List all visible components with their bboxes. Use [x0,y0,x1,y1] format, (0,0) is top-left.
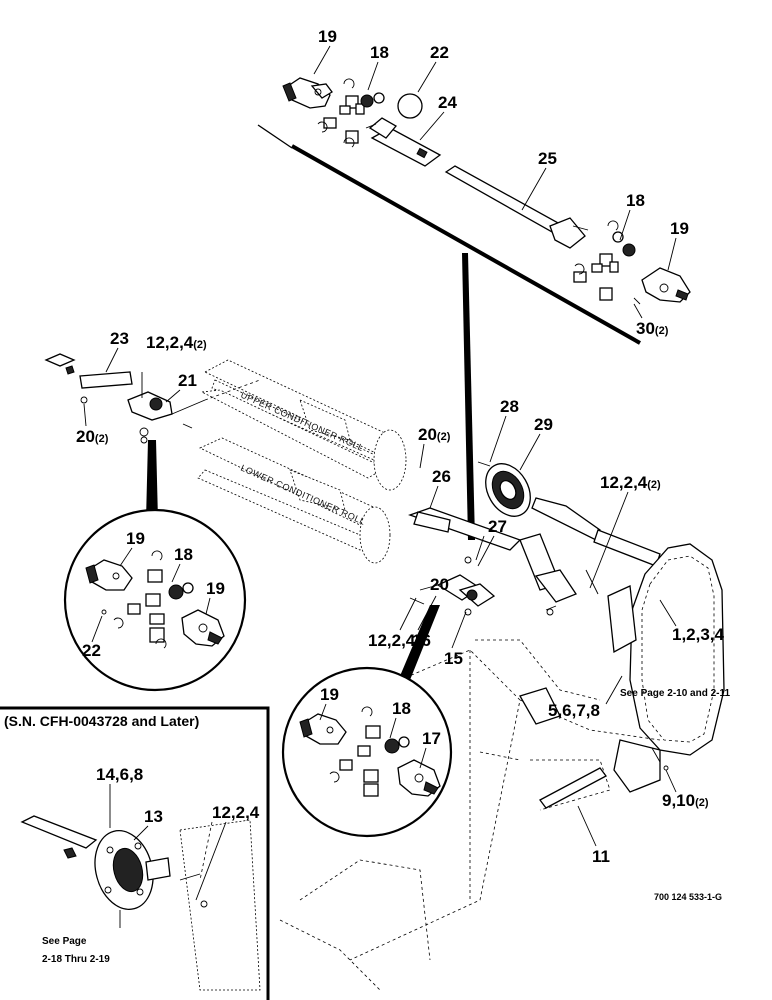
label-21: 21 [178,371,197,390]
label-d1-22: 22 [82,641,101,660]
label-12-left: 12,2,4(2) [146,333,207,352]
shaft-25 [444,165,589,249]
label-29: 29 [534,415,553,434]
shield-disc-22 [397,93,423,119]
chain-case-housing [607,543,725,793]
frame-outline [279,639,661,991]
serial-number-note: (S.N. CFH-0043728 and Later) [4,713,199,729]
u-joint-21 [127,372,261,444]
see-page-inset-line1: See Page [42,936,87,947]
label-18-top: 18 [370,43,389,62]
callout-pointer-center [400,605,440,680]
label-910: 9,10(2) [662,791,709,810]
see-page-right: See Page 2-10 and 2-11 [620,688,731,699]
label-25: 25 [538,149,557,168]
label-30: 30(2) [636,319,669,338]
label-20-center: 20(2) [418,425,451,444]
label-15: 15 [444,649,463,668]
yoke-19-top-left [282,77,333,109]
callout-pointer-left [146,440,158,520]
label-13: 13 [144,807,163,826]
upper-conditioner-roll: UPPER CONDITIONER ROLL [200,359,407,491]
label-11: 11 [592,847,610,866]
lower-u-joint-15-16 [409,556,496,616]
callout-pointer-top [462,253,475,540]
label-14: 14,6,8 [96,765,143,784]
detail-circle-2 [281,666,453,838]
part-labels: 19 18 22 24 25 18 19 30(2) 23 12,2,4(2) … [76,27,731,901]
label-12-center: 12,2,4 [368,631,416,650]
yoke-tube-24 [365,117,442,167]
label-26: 26 [432,467,451,486]
label-27: 27 [488,517,507,536]
label-d2-17: 17 [422,729,441,748]
label-5678: 5,6,7,8 [548,701,600,720]
label-1234: 1,2,3,4 [672,625,725,644]
label-19-top-left: 19 [318,27,337,46]
label-16: 16 [412,631,431,650]
label-d2-18: 18 [392,699,411,718]
label-19-right: 19 [670,219,689,238]
label-28: 28 [500,397,519,416]
label-d2-19: 19 [320,685,339,704]
serial-inset-panel [0,706,270,1000]
label-22-top: 22 [430,43,449,62]
cross-bearing-18-top [317,78,385,148]
see-page-inset-line2: 2-18 Thru 2-19 [42,954,110,965]
label-20-center-b: 20 [430,575,449,594]
figure-code: 700 124 533-1-G [654,892,722,902]
label-18-right: 18 [626,191,645,210]
yoke-19-top-right [633,267,691,305]
label-12-inset: 12,2,4 [212,803,260,822]
label-d1-19b: 19 [206,579,225,598]
label-20-left: 20(2) [76,427,109,446]
left-stub-shaft-23 [44,353,133,404]
driveshaft-callout-panel [257,124,641,540]
label-d1-18: 18 [174,545,193,564]
label-24: 24 [438,93,457,112]
cross-bearing-18-right [573,220,636,301]
label-d1-19a: 19 [126,529,145,548]
detail-circle-1 [63,508,247,692]
label-12-right: 12,2,4(2) [600,473,661,492]
v-belt-pulley-29 [477,461,531,517]
label-23: 23 [110,329,129,348]
